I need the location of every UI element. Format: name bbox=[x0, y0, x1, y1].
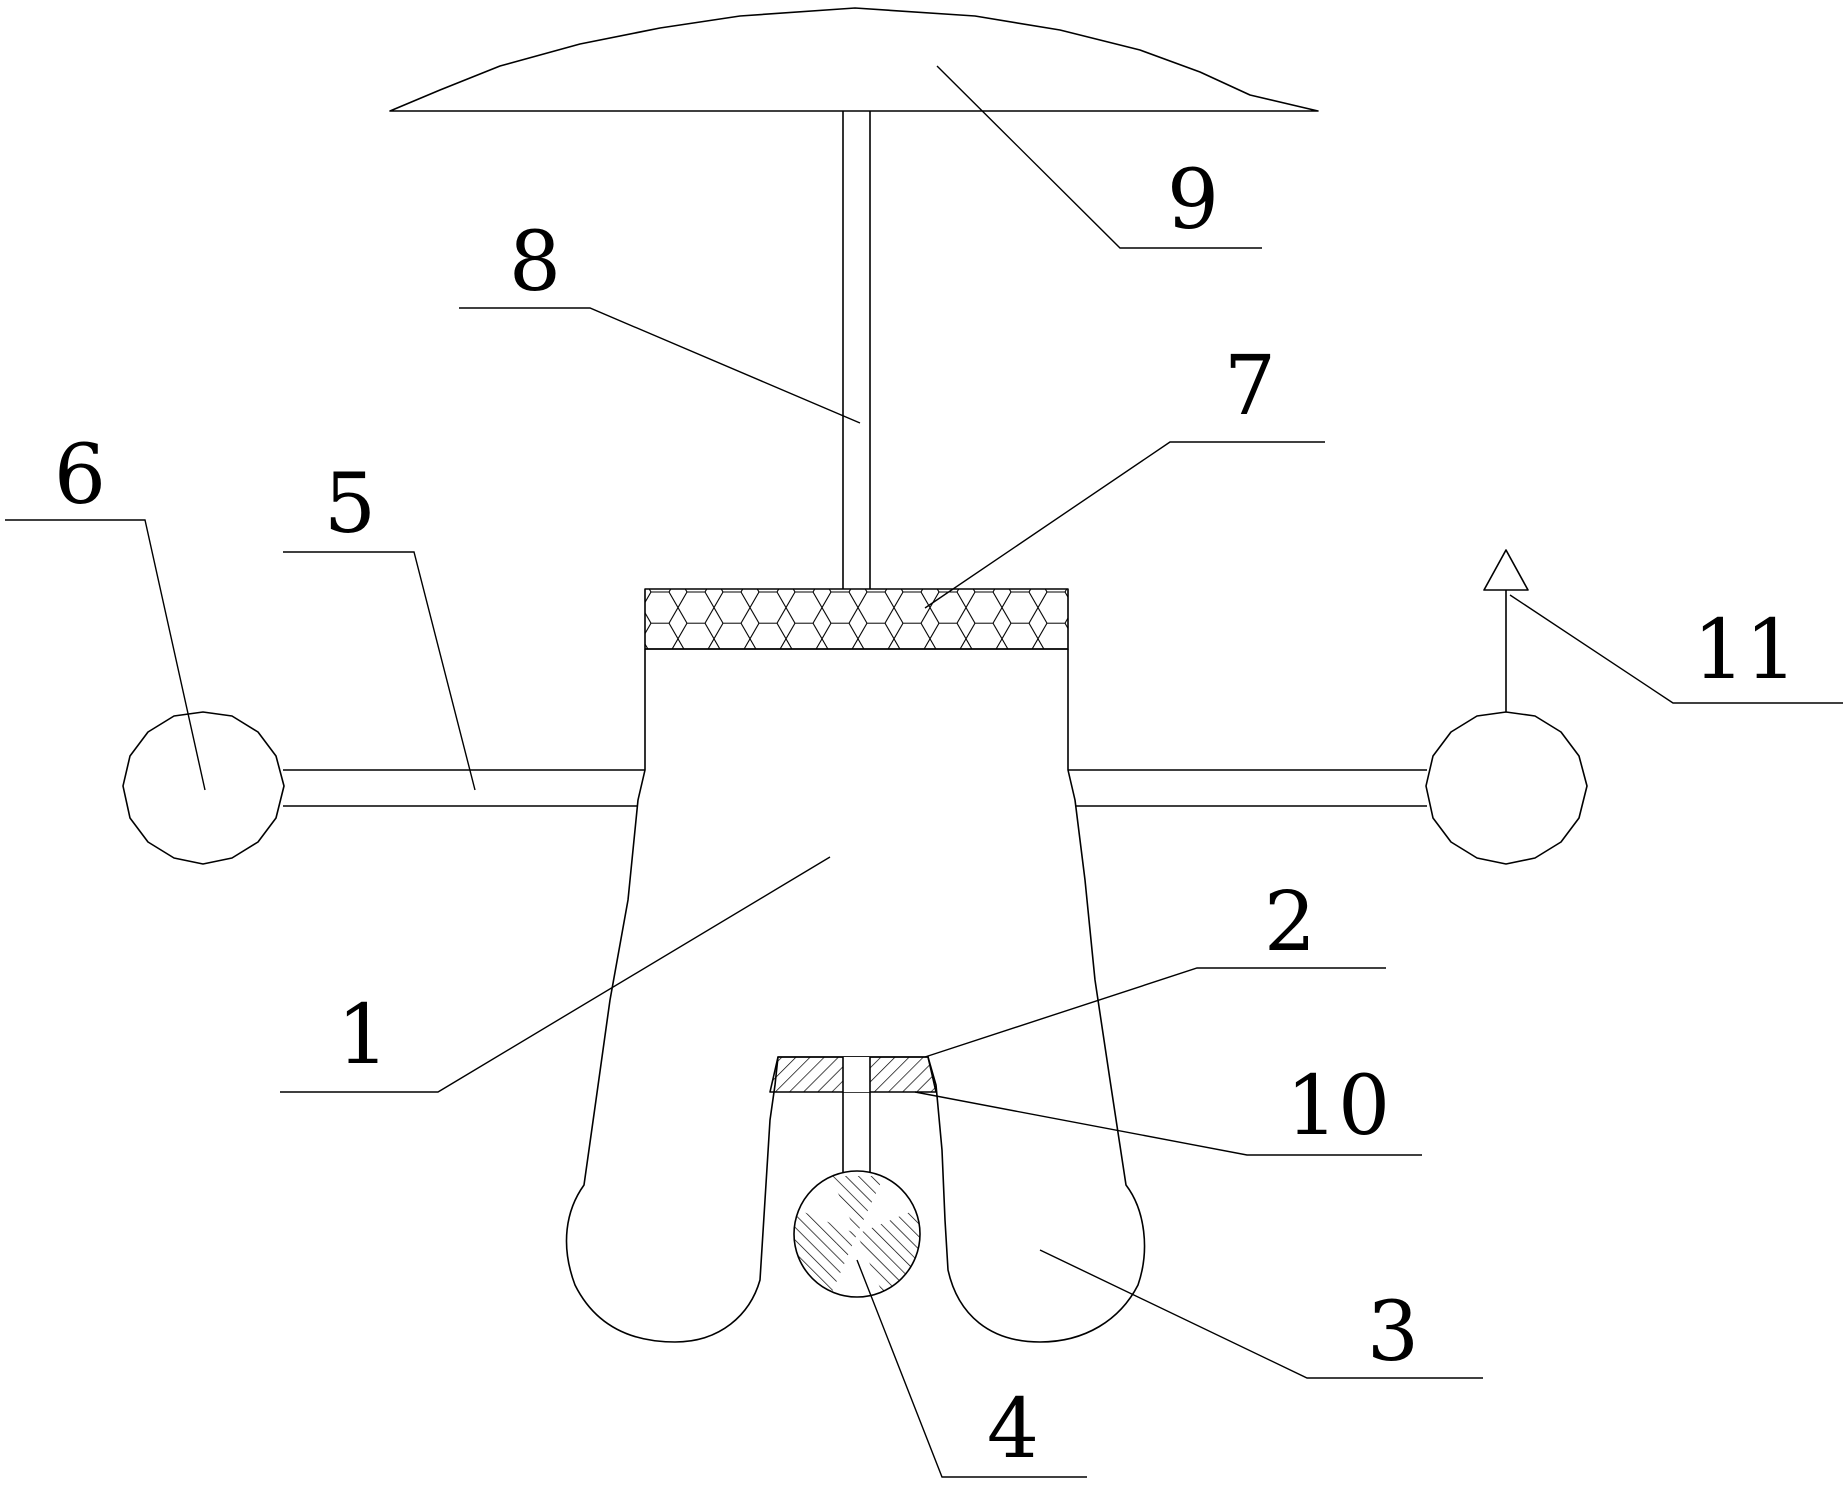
leader-lines bbox=[5, 65, 1843, 1478]
callout-11: 11 bbox=[1693, 603, 1797, 698]
left-arm bbox=[283, 769, 645, 807]
leader-9 bbox=[936, 65, 1262, 249]
left-wheel bbox=[122, 711, 285, 865]
leader-10 bbox=[914, 1091, 1422, 1156]
shaft bbox=[842, 1057, 871, 1172]
leader-6 bbox=[5, 519, 206, 791]
mount-block bbox=[769, 1056, 937, 1093]
callout-5: 5 bbox=[324, 457, 376, 552]
fan bbox=[793, 1170, 921, 1298]
right-arm bbox=[1068, 769, 1427, 807]
right-wheel bbox=[1425, 711, 1588, 865]
callout-1: 1 bbox=[337, 988, 389, 1083]
callout-2: 2 bbox=[1264, 875, 1316, 970]
support-pole bbox=[842, 111, 871, 589]
leader-3 bbox=[1039, 1249, 1483, 1379]
callout-9: 9 bbox=[1167, 153, 1219, 248]
honeycomb-band bbox=[644, 588, 1069, 650]
leader-2 bbox=[924, 967, 1386, 1058]
leader-5 bbox=[283, 551, 476, 791]
leader-7 bbox=[924, 441, 1325, 609]
leader-1 bbox=[280, 856, 831, 1093]
callout-6: 6 bbox=[54, 428, 106, 523]
callout-4: 4 bbox=[987, 1382, 1039, 1477]
leader-11 bbox=[1509, 594, 1843, 704]
antenna bbox=[1483, 549, 1529, 712]
callout-8: 8 bbox=[509, 215, 561, 310]
callout-3: 3 bbox=[1367, 1285, 1419, 1380]
callout-numbers: 9 8 7 6 5 11 2 1 10 3 4 bbox=[54, 153, 1797, 1477]
callout-10: 10 bbox=[1286, 1059, 1390, 1154]
umbrella-canopy bbox=[389, 7, 1319, 112]
leader-8 bbox=[459, 307, 861, 424]
callout-7: 7 bbox=[1224, 339, 1276, 434]
leader-4 bbox=[856, 1259, 1087, 1478]
